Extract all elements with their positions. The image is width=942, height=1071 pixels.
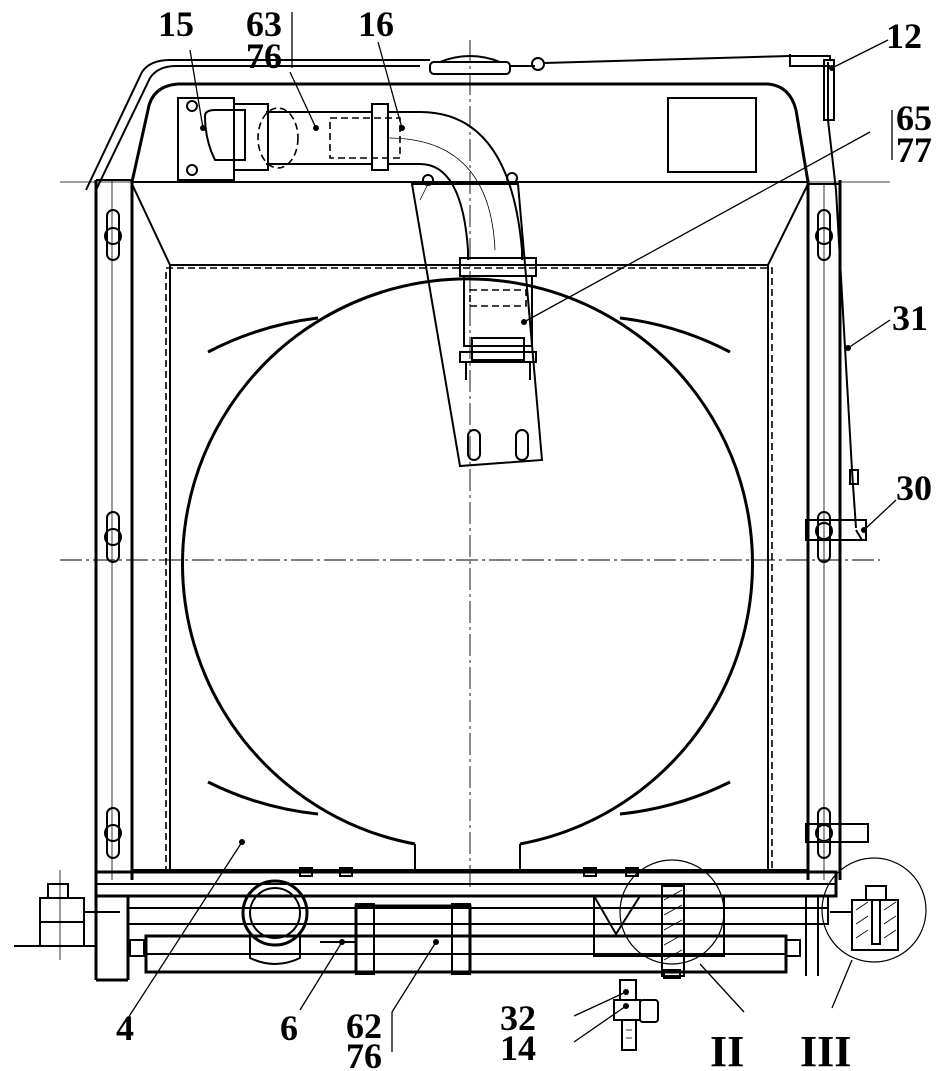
label-6: 6 [280, 1008, 298, 1048]
top-tank [85, 54, 831, 468]
fan-shroud-ring [181, 277, 754, 870]
right-cushion-mount [830, 885, 899, 951]
label-31: 31 [892, 298, 928, 338]
label-detail-ii: II [710, 1027, 744, 1071]
left-cushion-mount [14, 870, 120, 960]
label-76-top: 76 [246, 36, 282, 76]
label-4: 4 [116, 1008, 134, 1048]
drain-tap [613, 979, 659, 1051]
left-mount-slots [104, 209, 122, 859]
label-detail-iii: III [800, 1027, 851, 1071]
label-63: 63 [246, 4, 282, 44]
label-32: 32 [500, 998, 536, 1038]
label-77: 77 [896, 130, 932, 170]
label-65: 65 [896, 98, 932, 138]
callout-labels: 15 63 76 16 12 65 77 31 30 4 6 62 76 32 … [116, 4, 932, 1071]
label-62: 62 [346, 1006, 382, 1046]
label-12: 12 [886, 16, 922, 56]
label-14: 14 [500, 1028, 536, 1068]
detail-circle-ii [619, 859, 725, 965]
filler-cap [429, 55, 545, 75]
label-16: 16 [358, 4, 394, 44]
detail-circle-iii [821, 857, 927, 963]
radiator-frame [94, 59, 869, 898]
label-76-bottom: 76 [346, 1036, 382, 1071]
label-30: 30 [896, 468, 932, 508]
center-lines [60, 40, 890, 890]
label-15: 15 [158, 4, 194, 44]
leader-lines [127, 12, 897, 1052]
bottom-tank [14, 857, 927, 1051]
